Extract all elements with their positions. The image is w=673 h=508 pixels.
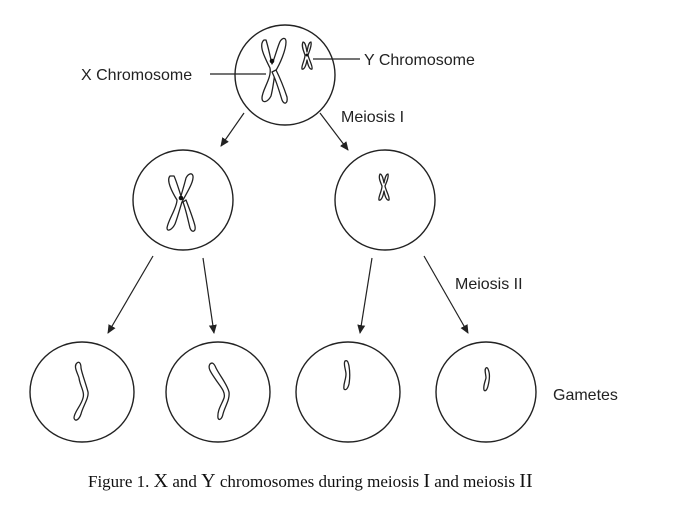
- arrow-icon: [202, 257, 217, 334]
- arrow-icon: [107, 255, 154, 334]
- centromere-icon: [269, 58, 275, 64]
- caption-text: and: [168, 472, 201, 491]
- centromere-icon: [305, 53, 309, 57]
- x-chromosome-label: X Chromosome: [81, 67, 192, 84]
- caption-roman-2: II: [519, 470, 532, 492]
- parent-cell: [210, 24, 360, 126]
- figure-caption: Figure 1. X and Y chromosomes during mei…: [88, 470, 533, 492]
- caption-x: X: [154, 470, 169, 492]
- centromere-icon: [178, 195, 184, 201]
- caption-roman-1: I: [423, 470, 430, 492]
- arrow-icon: [423, 255, 469, 334]
- caption-prefix: Figure 1.: [88, 472, 154, 491]
- caption-y: Y: [201, 470, 215, 492]
- meiosis-2-label: Meiosis II: [455, 276, 523, 293]
- arrow-icon: [220, 112, 245, 147]
- gamete-3: [295, 341, 401, 443]
- y-chromosome-label: Y Chromosome: [364, 52, 475, 69]
- caption-text: chromosomes during meiosis: [216, 472, 424, 491]
- gamete-1: [29, 341, 135, 443]
- caption-text: and meiosis: [430, 472, 519, 491]
- arrow-icon: [357, 257, 373, 334]
- gamete-4: [435, 341, 537, 443]
- x-chromosome-large: [261, 37, 288, 104]
- y-chromosome-small: [301, 41, 313, 70]
- gametes-label: Gametes: [553, 387, 618, 404]
- meiosis-1-label: Meiosis I: [341, 109, 404, 126]
- daughter-cell-y: [334, 149, 436, 251]
- arrow-icon: [319, 112, 349, 151]
- daughter-cell-x: [132, 149, 234, 251]
- gamete-2: [165, 341, 271, 443]
